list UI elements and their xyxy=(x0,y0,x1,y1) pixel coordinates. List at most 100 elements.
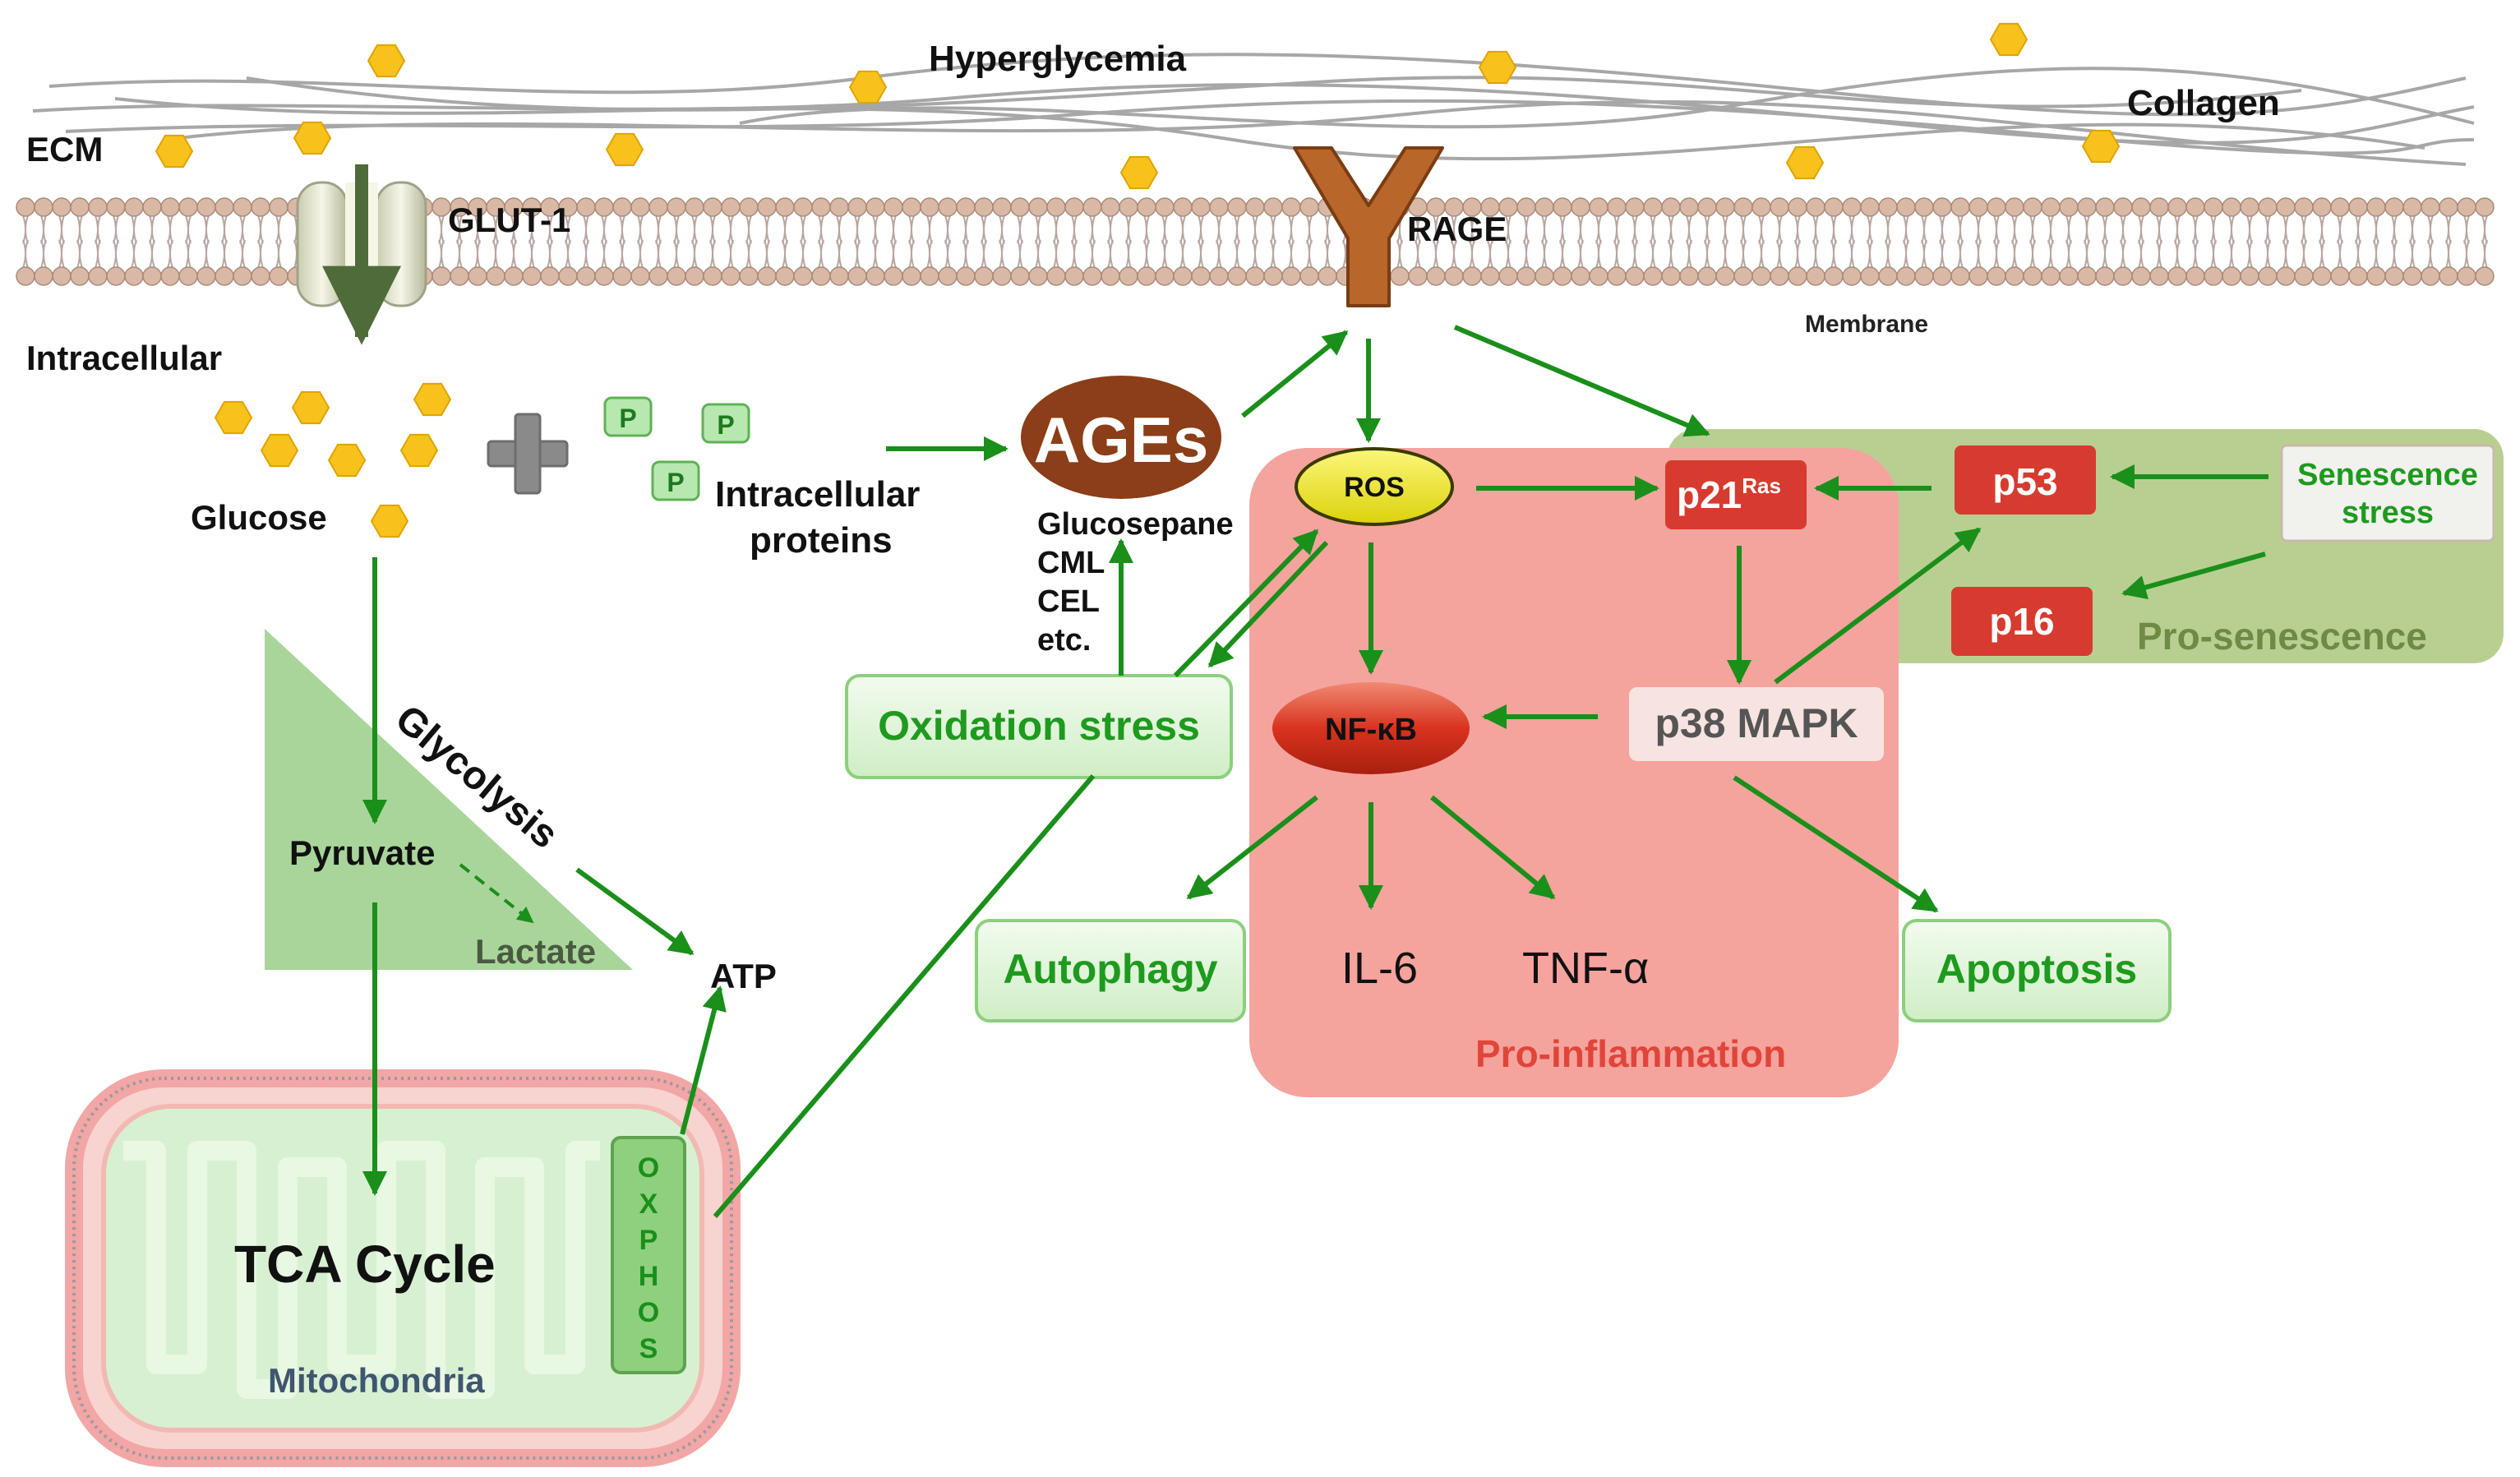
lipid-head xyxy=(2041,197,2061,217)
ages-example-cel: CEL xyxy=(1037,584,1100,619)
lipid-tail xyxy=(2029,215,2036,269)
lipid-tail xyxy=(1686,215,1692,269)
lipid-tail xyxy=(745,215,752,269)
lipid-tail xyxy=(1794,215,1801,269)
lipid-head xyxy=(2348,266,2368,286)
senescence-stress-box: Senescence stress xyxy=(2280,444,2495,542)
lipid-tail xyxy=(1451,215,1457,269)
lipid-head xyxy=(2023,197,2042,217)
lipid-head xyxy=(432,266,451,286)
extracellular-glucose-group xyxy=(155,22,2121,190)
lipid-head xyxy=(811,266,831,286)
ros-label: ROS xyxy=(1344,472,1405,503)
lipid-head xyxy=(1914,266,1934,286)
lipid-tail xyxy=(2011,215,2018,269)
lipid-head xyxy=(1896,197,1916,217)
lipid-head xyxy=(70,197,90,217)
lipid-tail xyxy=(2246,215,2253,269)
lipid-head xyxy=(865,266,885,286)
senescence-stress-line2: stress xyxy=(2342,496,2434,530)
lipid-tail xyxy=(1415,215,1421,269)
lipid-tail xyxy=(1469,215,1475,269)
lipid-head xyxy=(1968,266,1988,286)
lipid-tail xyxy=(95,215,101,269)
lipid-head xyxy=(2366,266,2386,286)
lipid-head xyxy=(1498,266,1518,286)
lipid-tail xyxy=(1270,215,1276,269)
lipid-head xyxy=(251,197,270,217)
lipid-head xyxy=(1028,266,1048,286)
lipid-head xyxy=(1697,266,1717,286)
collagen-fibers xyxy=(32,53,2475,166)
lipid-head xyxy=(1263,197,1283,217)
oxphos-letter-6: S xyxy=(639,1333,658,1364)
lipid-tail xyxy=(1216,215,1222,269)
lipid-tail xyxy=(1161,215,1168,269)
lipid-tail xyxy=(619,215,625,269)
lipid-tail xyxy=(2355,215,2361,269)
pathway-arrows xyxy=(362,325,2268,1218)
lipid-head xyxy=(450,266,469,286)
lipid-head xyxy=(956,266,976,286)
lipid-head xyxy=(847,197,867,217)
lipid-head xyxy=(992,266,1012,286)
lipid-head xyxy=(667,266,686,286)
glucose-molecule xyxy=(327,443,367,478)
lipid-head xyxy=(1697,197,1717,217)
glucose-molecule xyxy=(1989,22,2028,57)
lipid-tail xyxy=(1867,215,1873,269)
lipid-tail xyxy=(1704,215,1710,269)
lipid-tail xyxy=(257,215,264,269)
intracellular-glucose-group xyxy=(214,382,452,538)
svg-text:P: P xyxy=(717,410,734,440)
lipid-head xyxy=(2402,266,2422,286)
ages-example-cml: CML xyxy=(1037,546,1105,580)
glucose-molecule xyxy=(260,433,299,468)
arrow-ages-to-rage xyxy=(1241,330,1349,418)
lipid-head xyxy=(2149,197,2169,217)
oxidation-stress-box: Oxidation stress xyxy=(845,674,1233,779)
lipid-tail xyxy=(456,215,463,269)
lipid-head xyxy=(865,197,885,217)
lipid-head xyxy=(522,266,542,286)
lipid-head xyxy=(1553,197,1572,217)
p16-label: p16 xyxy=(1989,600,2054,643)
oxphos-letter-5: O xyxy=(638,1297,659,1328)
lipid-tail xyxy=(203,215,210,269)
apoptosis-box: Apoptosis xyxy=(1902,919,2172,1022)
lipid-head xyxy=(70,266,90,286)
lipid-head xyxy=(902,197,921,217)
ages-label: AGEs xyxy=(1034,404,1208,476)
lipid-head xyxy=(1679,266,1699,286)
arrow-senescence-to-p16 xyxy=(2121,552,2266,600)
arrow-nfkb-to-autophagy xyxy=(1186,795,1318,900)
lipid-head xyxy=(1824,266,1844,286)
lipid-head xyxy=(1209,266,1229,286)
lipid-tail xyxy=(1053,215,1059,269)
lipid-tail xyxy=(2391,215,2398,269)
lipid-head xyxy=(1661,197,1681,217)
ages-example-glucosepane: Glucosepane xyxy=(1037,507,1234,542)
intracellular-label: Intracellular xyxy=(26,339,222,377)
lipid-head xyxy=(1571,266,1590,286)
lipid-head xyxy=(2421,266,2440,286)
rage-label: RAGE xyxy=(1407,210,1507,248)
lipid-head xyxy=(2222,197,2241,217)
lipid-head xyxy=(1987,266,2006,286)
lipid-tail xyxy=(1433,215,1439,269)
lipid-head xyxy=(52,197,72,217)
lipid-head xyxy=(2384,197,2404,217)
lipid-head xyxy=(1064,197,1084,217)
lipid-head xyxy=(2095,197,2115,217)
lipid-head xyxy=(2258,197,2278,217)
lipid-tail xyxy=(547,215,553,269)
lipid-head xyxy=(1679,197,1699,217)
lipid-head xyxy=(1806,266,1825,286)
lipid-head xyxy=(2131,266,2151,286)
lipid-tail xyxy=(1830,215,1837,269)
lipid-head xyxy=(2258,266,2278,286)
lipid-head xyxy=(775,197,795,217)
lipid-tail xyxy=(1396,215,1403,269)
lipid-tail xyxy=(1505,215,1512,269)
